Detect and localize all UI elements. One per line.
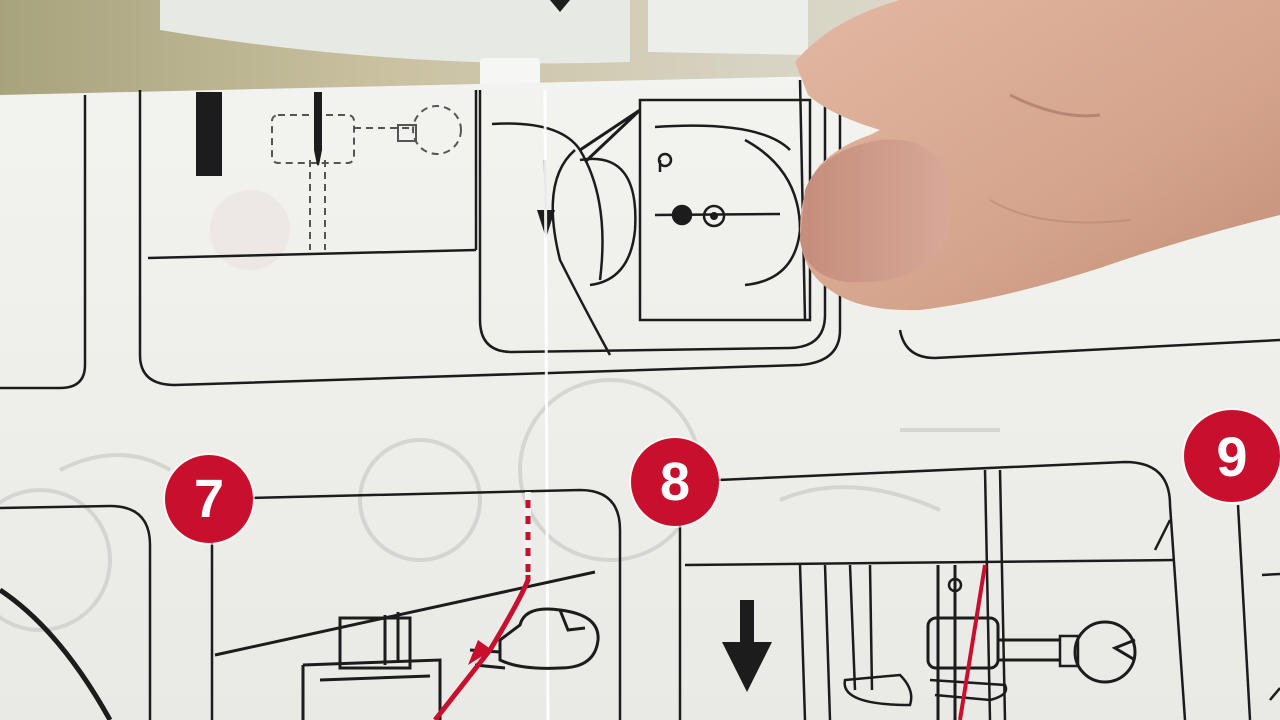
top-panel-needle-diagram bbox=[138, 80, 842, 387]
needle-icon bbox=[314, 92, 322, 166]
step-badge-9: 9 bbox=[1184, 410, 1280, 502]
step-badge-8: 8 bbox=[631, 438, 719, 526]
presser-foot-icon bbox=[301, 612, 442, 720]
thumb-nail bbox=[800, 139, 952, 283]
bottom-left-panel bbox=[0, 504, 152, 720]
down-arrow-icon bbox=[722, 600, 772, 692]
machine-marker bbox=[550, 0, 570, 12]
machine-part-right bbox=[648, 0, 808, 55]
paper-crease bbox=[543, 89, 550, 720]
step-number-9: 9 bbox=[1216, 424, 1248, 488]
step-9-panel bbox=[1236, 504, 1280, 720]
thread-arrow bbox=[468, 640, 492, 665]
step-badge-7: 7 bbox=[165, 455, 253, 543]
reverse-print-shadows bbox=[0, 190, 1000, 632]
step-number-8: 8 bbox=[659, 452, 691, 512]
machine-detail bbox=[480, 58, 540, 88]
step-number-7: 7 bbox=[193, 469, 225, 529]
hand bbox=[795, 0, 1280, 311]
thread-line-8 bbox=[958, 564, 987, 720]
thread-line bbox=[433, 492, 531, 720]
machine-body bbox=[160, 0, 630, 64]
top-left-panel bbox=[0, 95, 87, 390]
inset-presser-diagram bbox=[478, 79, 827, 356]
step-8-panel bbox=[678, 460, 1187, 720]
step-7-panel bbox=[210, 488, 622, 720]
